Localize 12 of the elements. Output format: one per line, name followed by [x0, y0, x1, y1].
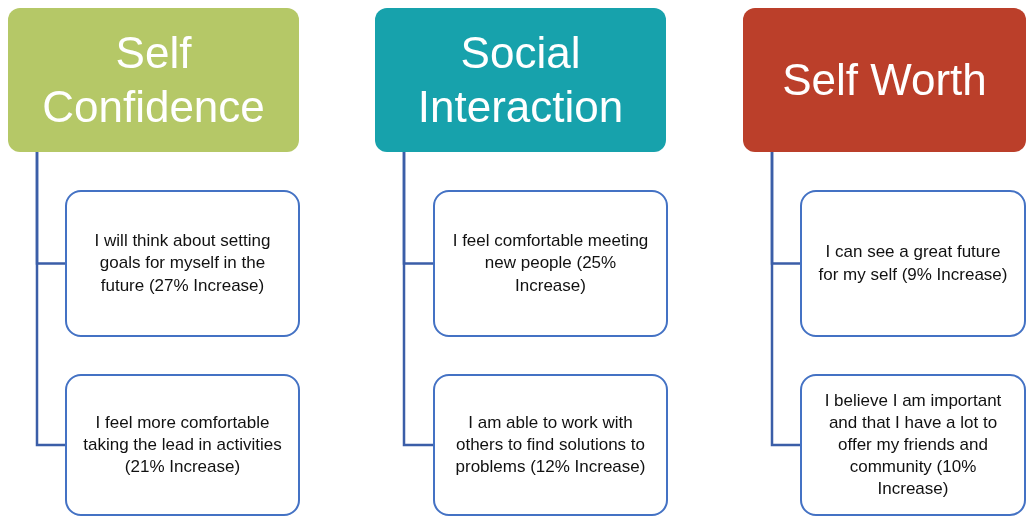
connector-line [35, 152, 65, 447]
connector-line [770, 152, 800, 447]
statement-box: I am able to work with others to find solutions to problems (12% Increase) [433, 374, 668, 516]
category-header: Self Worth [743, 8, 1026, 152]
category-header: Self Confidence [8, 8, 299, 152]
statement-box: I can see a great future for my self (9% Increase) [800, 190, 1026, 337]
statement-box: I feel more comfortable taking the lead in activities (21% Increase) [65, 374, 300, 516]
statement-box: I will think about setting goals for myself in the future (27% Increase) [65, 190, 300, 337]
category-header: Social Interaction [375, 8, 666, 152]
statement-box: I believe I am important and that I have a lot to offer my friends and community (10% Increase) [800, 374, 1026, 516]
statement-box: I feel comfortable meeting new people (25% Increase) [433, 190, 668, 337]
connector-line [402, 152, 433, 447]
